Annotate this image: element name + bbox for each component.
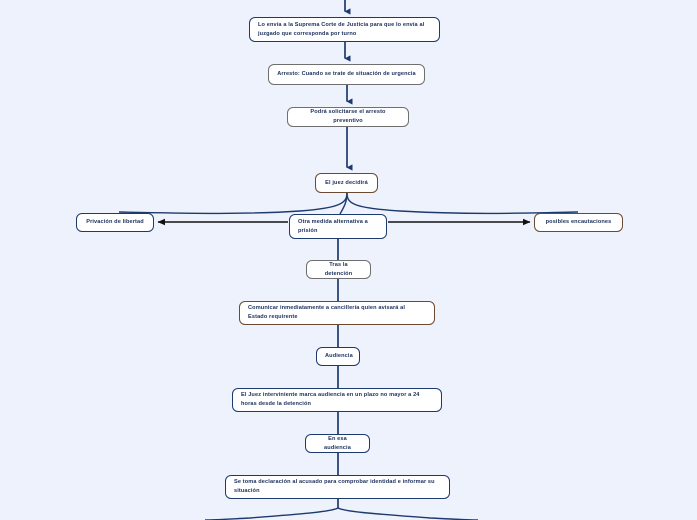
node-comunicar-cancilleria[interactable]: Comunicar inmediatamente a cancillería q… xyxy=(239,301,435,325)
node-toma-declaracion-acusado[interactable]: Se toma declaración al acusado para comp… xyxy=(225,475,450,499)
node-en-esa-audiencia[interactable]: En esa audiencia xyxy=(305,434,370,453)
node-tras-la-detencion[interactable]: Tras la detención xyxy=(306,260,371,279)
node-label: Otra medida alternativa a prisión xyxy=(298,218,368,234)
node-label: Se toma declaración al acusado para comp… xyxy=(234,479,435,494)
node-arresto-preventivo[interactable]: Podrá solicitarse el arresto preventivo xyxy=(287,107,409,127)
node-label: Tras la detención xyxy=(324,261,353,277)
node-label: Podrá solicitarse el arresto preventivo xyxy=(310,109,386,124)
node-juez-marca-audiencia-24h[interactable]: El Juez interviniente marca audiencia en… xyxy=(232,388,442,412)
node-privacion-de-libertad[interactable]: Privación de libertad xyxy=(76,213,154,232)
edge-n13-bottom-fan xyxy=(204,499,479,520)
node-label: Privación de libertad xyxy=(86,219,144,226)
node-label: posibles encautaciones xyxy=(545,219,612,226)
node-otra-medida-alternativa[interactable]: Otra medida alternativa a prisión xyxy=(289,214,387,239)
node-label: Lo envía a la Suprema Corte de Justicia … xyxy=(258,21,425,37)
node-label: Audiencia xyxy=(325,353,353,360)
edge-n4-branch-fan xyxy=(118,192,579,215)
node-lo-envia-suprema-corte[interactable]: Lo envía a la Suprema Corte de Justicia … xyxy=(249,17,440,42)
node-el-juez-decidira[interactable]: El juez decidirá xyxy=(315,173,378,193)
node-posibles-encautaciones[interactable]: posibles encautaciones xyxy=(534,213,623,232)
node-label: El juez decidirá xyxy=(325,179,368,186)
node-label: En esa audiencia xyxy=(324,435,351,451)
node-label: Arresto: Cuando se trate de situación de… xyxy=(277,71,416,78)
node-label: El Juez interviniente marca audiencia en… xyxy=(241,392,420,407)
node-arresto-urgencia[interactable]: Arresto: Cuando se trate de situación de… xyxy=(268,64,425,85)
node-label: Comunicar inmediatamente a cancillería q… xyxy=(248,305,406,320)
node-audiencia[interactable]: Audiencia xyxy=(316,347,360,366)
